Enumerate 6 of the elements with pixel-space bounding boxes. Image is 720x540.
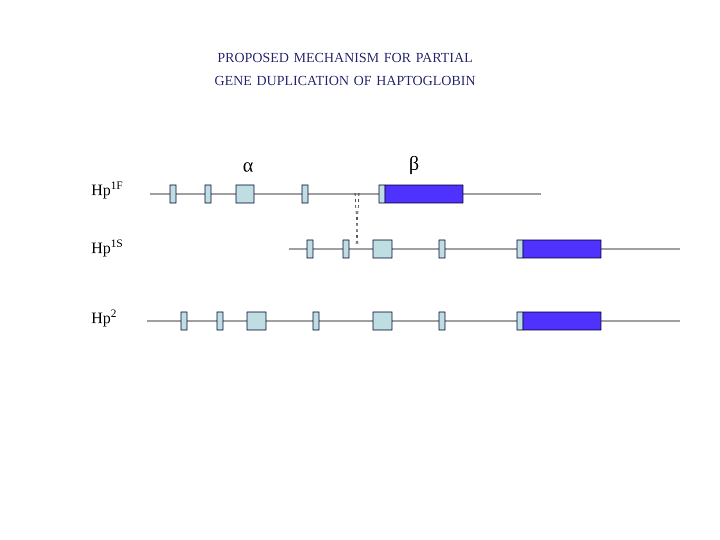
allele-label: Hp$^{1F}$ — [92, 181, 122, 199]
greek-letter: α — [244, 162, 253, 172]
title: PROPOSED MECHANISM FOR PARTIAL GENE DUPLICATION OF HAPTOGLOBIN — [215, 52, 476, 86]
allele-label: Hp$^{1S}$ — [92, 239, 122, 257]
allele-label: Hp$^{2}$ — [92, 309, 116, 327]
greek-letter: β — [410, 156, 418, 174]
